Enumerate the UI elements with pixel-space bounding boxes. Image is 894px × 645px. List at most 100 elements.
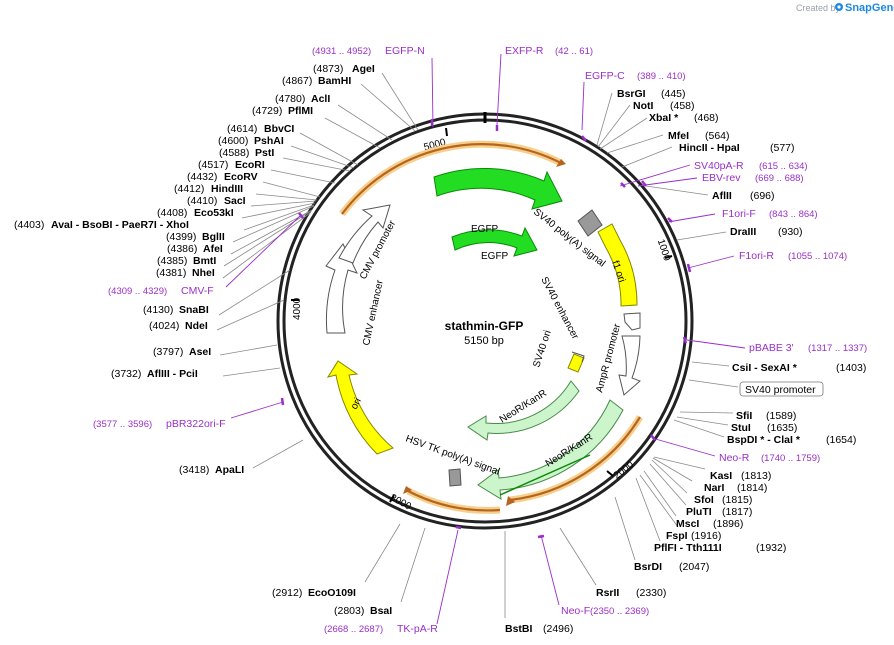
snapgene-logo-icon	[835, 3, 843, 11]
ampr-promoter-arrow-2	[618, 335, 641, 396]
site-pos: (2668 .. 2687)	[324, 624, 383, 635]
site-name: F1ori-R	[739, 250, 774, 262]
site-pos: (1814)	[737, 482, 767, 494]
site-name: CMV-F	[181, 285, 214, 297]
site-name: BsrGI	[617, 88, 646, 100]
site-pos: (4780)	[275, 93, 305, 105]
site-pos: (2912)	[272, 587, 302, 599]
cmv-promoter-arrow	[338, 204, 391, 264]
site-name: SV40 promoter	[745, 384, 816, 396]
site-pos: (930)	[778, 226, 803, 238]
site-name: F1ori-F	[722, 208, 756, 220]
ampr-promoter-arrow	[623, 312, 641, 331]
site-pos: (2803)	[334, 605, 364, 617]
site-pos: (1317 .. 1337)	[808, 343, 867, 354]
feature-label-egfp-2: EGFP	[481, 251, 509, 262]
egfp-outer-arrow	[433, 167, 563, 210]
site-name: NarI	[704, 482, 725, 494]
site-pos: (4600)	[218, 135, 248, 147]
site-pos: (4399)	[166, 231, 196, 243]
tick-marks	[291, 127, 673, 503]
site-pos: (1815)	[722, 494, 752, 506]
site-name: BmtI	[193, 255, 216, 267]
site-name: CsiI - SexAI *	[732, 362, 798, 374]
site-name: EXFP-R	[505, 45, 544, 57]
site-name: SfoI	[694, 494, 714, 506]
site-name: BspDI * - ClaI *	[727, 434, 801, 446]
site-name: AvaI - BsoBI - PaeR7I - XhoI	[51, 219, 189, 231]
site-name: EBV-rev	[702, 172, 741, 184]
site-name: Neo-R	[719, 452, 750, 464]
site-name: PshAI	[254, 135, 284, 147]
site-pos: (1813)	[741, 470, 771, 482]
site-name: SfiI	[736, 410, 752, 422]
site-name: XbaI *	[649, 112, 679, 124]
site-pos: (4729)	[252, 105, 282, 117]
site-name: pBABE 3'	[749, 342, 794, 354]
watermark-created-by: Created by	[796, 3, 841, 13]
site-name: SnaBI	[179, 304, 209, 316]
feature-arrows	[325, 167, 641, 500]
site-name: MscI	[676, 518, 699, 530]
site-pos: (4588)	[219, 147, 249, 159]
site-name: EcoRV	[224, 171, 258, 183]
tick-label-4000: 4000	[292, 297, 303, 320]
feature-label-ori: ori	[349, 396, 364, 411]
tick-label-2000: 2000	[612, 459, 637, 482]
site-name: DraIII	[730, 226, 756, 238]
site-name: NdeI	[185, 320, 208, 332]
site-pos: (4309 .. 4329)	[108, 286, 167, 297]
site-name: AflII	[712, 190, 732, 202]
site-name: AclI	[311, 93, 330, 105]
site-name: AflIII - PciI	[147, 368, 198, 380]
site-name: BamHI	[318, 75, 351, 87]
site-name: PluTI	[686, 506, 712, 518]
neor-outer-arrow	[477, 399, 624, 500]
site-name: FspI	[666, 530, 688, 542]
primer-leader-lines	[225, 53, 746, 625]
site-pos: (389 .. 410)	[637, 71, 686, 82]
site-name: Neo-F	[561, 605, 590, 617]
site-pos: (4403)	[14, 219, 44, 231]
site-name: BglII	[202, 231, 225, 243]
site-pos: (4517)	[198, 159, 228, 171]
site-pos: (445)	[661, 88, 686, 100]
site-name: EcoRI	[235, 159, 265, 171]
cmv-enhancer-arrow	[325, 243, 358, 334]
feature-label-egfp-1: EGFP	[471, 224, 499, 235]
site-pos: (4412)	[174, 183, 204, 195]
site-pos: (4614)	[227, 123, 257, 135]
neor-inner-arrow	[467, 380, 580, 441]
watermark-brand: SnapGene	[845, 2, 894, 14]
site-pos: (468)	[694, 112, 719, 124]
site-pos: (4130)	[143, 304, 173, 316]
site-name: AseI	[189, 346, 211, 358]
site-name: HindIII	[211, 183, 243, 195]
site-pos: (564)	[705, 130, 730, 142]
site-labels: (4931 .. 4952) EGFP-N (4873) AgeI (4867)…	[14, 45, 867, 635]
site-pos: (4024)	[149, 320, 179, 332]
site-pos: (4408)	[157, 207, 187, 219]
f1-ori-arrow	[597, 223, 638, 307]
site-name: BstBI	[505, 623, 533, 635]
site-name: ApaLI	[215, 464, 244, 476]
site-pos: (3418)	[179, 464, 209, 476]
site-pos: (1740 .. 1759)	[761, 453, 820, 464]
site-pos: (2330)	[636, 587, 666, 599]
site-pos: (4867)	[282, 75, 312, 87]
site-name: KasI	[710, 470, 732, 482]
site-name: PflFI - Tth111I	[654, 542, 722, 554]
site-pos: (2350 .. 2369)	[590, 606, 649, 617]
sv40-ori-outline	[571, 351, 585, 363]
site-name: EGFP-N	[385, 45, 425, 57]
primer-ticks	[280, 119, 692, 539]
site-pos: (3797)	[153, 346, 183, 358]
sv40-enhancer-box	[567, 353, 585, 373]
site-pos: (1654)	[826, 434, 856, 446]
site-pos: (3732)	[111, 368, 141, 380]
site-pos: (4931 .. 4952)	[312, 46, 371, 57]
site-name: HincII - HpaI	[679, 142, 740, 154]
site-pos: (1589)	[766, 410, 796, 422]
site-pos: (1916)	[691, 530, 721, 542]
site-name: Eco53kI	[194, 207, 234, 219]
